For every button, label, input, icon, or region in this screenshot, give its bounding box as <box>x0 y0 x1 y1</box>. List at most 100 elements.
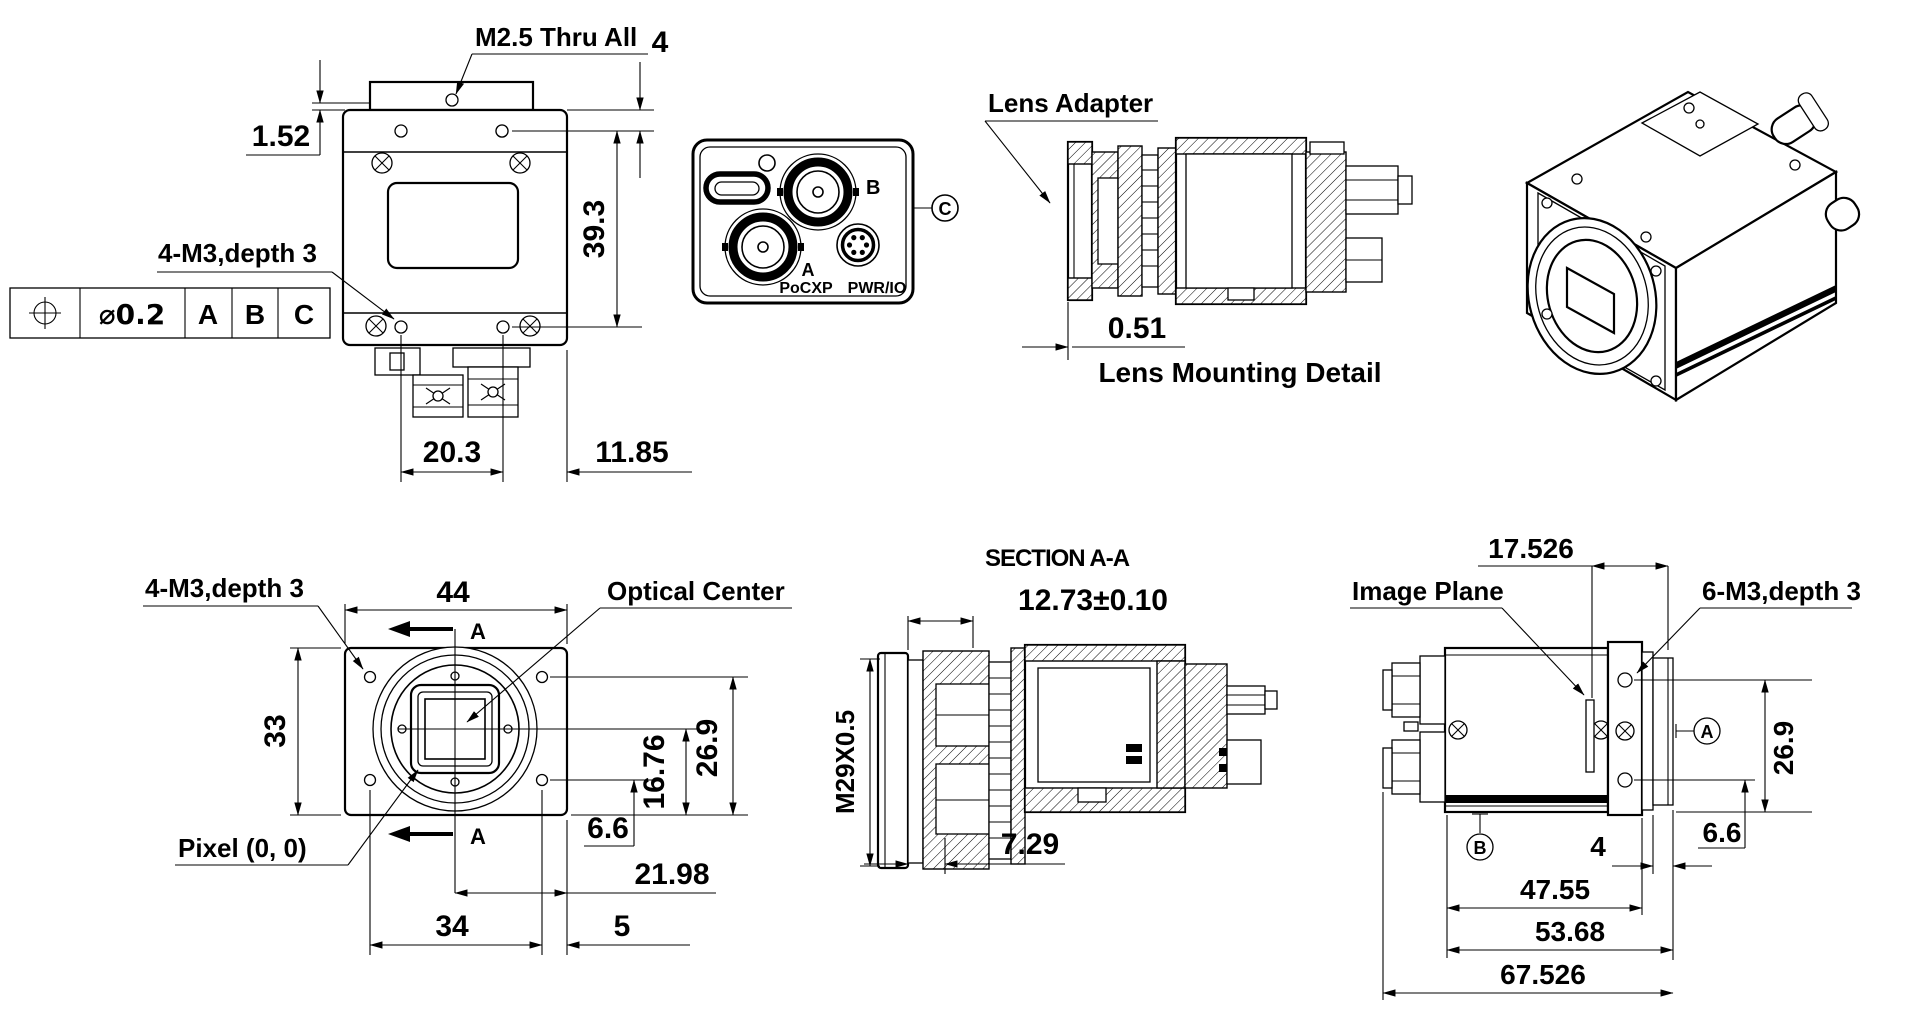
dim-center-right: 21.98 <box>454 820 716 955</box>
port-a-label: A <box>802 260 815 280</box>
datum-c-label: C <box>939 199 952 219</box>
dim-total-length: 67.526 <box>1382 792 1674 1000</box>
screw-icon <box>519 315 541 337</box>
optical-center-label: Optical Center <box>607 576 785 606</box>
datum-a-symbol: A <box>1675 717 1721 745</box>
rear-view: M2.5 Thru All 4 1.52 39.3 4-M3,depth 3 <box>9 22 692 482</box>
side-rear-connectors <box>1382 655 1446 803</box>
note-thread-top: M2.5 Thru All <box>455 22 648 95</box>
led-indicator-icon <box>758 154 776 172</box>
dim-hole-edge-v: 6.6 <box>550 779 660 847</box>
dim-label: 26.9 <box>1768 721 1799 776</box>
section-marker-bottom: A <box>388 824 486 849</box>
dim-label: 47.55 <box>1520 874 1590 905</box>
dim-flange-depth: 12.73±0.10 <box>907 584 1168 650</box>
port-b-label: B <box>866 177 880 199</box>
dim-label: 5 <box>614 910 631 943</box>
connector-panel-view: B A PoCXP PWR/IO C <box>691 138 959 305</box>
dim-bnc-edge: 11.85 <box>566 350 692 482</box>
datum-b-symbol: B <box>1466 813 1494 861</box>
dim-hole-span-v: 39.3 <box>512 130 642 328</box>
dim-step: 4 <box>1590 810 1712 960</box>
note-side-screws: 6-M3,depth 3 <box>1636 576 1861 674</box>
pocxp-label: PoCXP <box>779 280 833 297</box>
position-tolerance-icon <box>29 297 61 329</box>
screw-icon <box>365 315 387 337</box>
section-view: SECTION A-A 12.73±0.10 <box>830 545 1278 874</box>
lens-detail-title: Lens Mounting Detail <box>1098 357 1381 388</box>
note-image-plane: Image Plane <box>1350 576 1585 696</box>
dim-tab-height: 1.52 <box>246 60 370 156</box>
pwrio-label: PWR/IO <box>848 280 907 297</box>
dim-flange-gap: 0.51 <box>1022 302 1185 360</box>
screw-note-label: 6-M3,depth 3 <box>1702 576 1861 606</box>
dim-label: 7.29 <box>1001 828 1059 861</box>
dim-label: 16.76 <box>638 734 671 809</box>
datum-a-label: A <box>1701 722 1714 742</box>
dim-height: 33 <box>259 647 341 816</box>
screw-icon <box>509 152 531 174</box>
lens-mounting-detail-view: Lens Adapter 0.51 Lens Mounti <box>984 88 1413 388</box>
pixel-origin-label: Pixel (0, 0) <box>178 833 307 863</box>
dim-thread: M29X0.5 <box>830 658 880 867</box>
screw-note-label: 4-M3,depth 3 <box>145 573 304 603</box>
dim-label: 12.73±0.10 <box>1018 584 1168 617</box>
thread-note-label: M29X0.5 <box>830 710 860 814</box>
dim-adapter-offset: 7.29 <box>864 828 1065 874</box>
dim-hole-span-h: 34 <box>369 790 543 955</box>
rear-body-outline <box>341 80 569 347</box>
dim-label: 53.68 <box>1535 916 1605 947</box>
dim-width: 44 <box>344 576 568 644</box>
dim-label: 33 <box>259 714 292 747</box>
section-geometry <box>876 643 1278 870</box>
isometric-view <box>1524 90 1861 402</box>
dim-label: 26.9 <box>691 719 724 777</box>
datum-ref-b: B <box>245 299 265 330</box>
dim-hole-edge-side: 6.6 <box>1634 779 1755 849</box>
dim-hole-edge-h: 5 <box>566 910 690 949</box>
note-front-screws: 4-M3,depth 3 <box>143 573 364 670</box>
note-optical-center: Optical Center <box>466 576 792 723</box>
thread-note-label: M2.5 Thru All <box>475 22 637 52</box>
datum-b-label: B <box>1474 838 1487 858</box>
dim-label: 44 <box>436 576 470 609</box>
dim-bnc-spacing: 20.3 <box>400 335 504 482</box>
tolerance-value: ⌀0.2 <box>99 298 165 331</box>
iso-rear-connectors <box>1770 92 1861 232</box>
pwr-io-port-icon <box>836 223 880 267</box>
dim-holes-bottom-side: 26.9 <box>1634 679 1812 813</box>
image-plane-line <box>1585 699 1595 773</box>
dim-image-plane: 17.526 <box>1478 533 1669 698</box>
section-marker-top: A <box>388 619 486 644</box>
usb-c-port-icon <box>703 171 771 205</box>
lens-section-geometry <box>1066 136 1413 306</box>
datum-ref-a: A <box>198 299 218 330</box>
dim-label: 17.526 <box>1488 533 1574 564</box>
dim-hole-offset: 4 <box>512 26 669 178</box>
dim-label: 11.85 <box>595 436 668 469</box>
front-view: A A 4-M3,depth 3 44 33 Optical Center 26… <box>143 573 792 955</box>
screw-icon <box>1615 721 1635 741</box>
side-view: 17.526 Image Plane 6-M3,depth 3 A 26.9 6… <box>1350 533 1861 1000</box>
iso-sensor-window <box>1565 266 1616 335</box>
note-pixel-origin: Pixel (0, 0) <box>175 769 419 866</box>
lens-adapter-label: Lens Adapter <box>988 88 1153 118</box>
screw-icon <box>1591 720 1611 740</box>
dim-label: 39.3 <box>578 200 611 258</box>
bnc-port-b-icon <box>777 153 859 231</box>
datum-ref-c: C <box>294 299 314 330</box>
dim-center-bottom: 16.76 <box>638 728 690 816</box>
dim-body-length: 47.55 <box>1446 815 1643 958</box>
screw-note-label: 4-M3,depth 3 <box>158 238 317 268</box>
dim-label: 4 <box>1590 831 1606 862</box>
dim-body-flange-length: 53.68 <box>1446 916 1674 954</box>
dim-label: 6.6 <box>587 812 629 845</box>
dim-label: 0.51 <box>1108 312 1166 345</box>
note-rear-screws: 4-M3,depth 3 <box>157 238 395 320</box>
rear-corner-screws <box>365 152 541 337</box>
dim-label: 34 <box>435 910 469 943</box>
dim-holes-bottom-v: 26.9 <box>550 676 748 816</box>
section-letter: A <box>470 619 486 644</box>
